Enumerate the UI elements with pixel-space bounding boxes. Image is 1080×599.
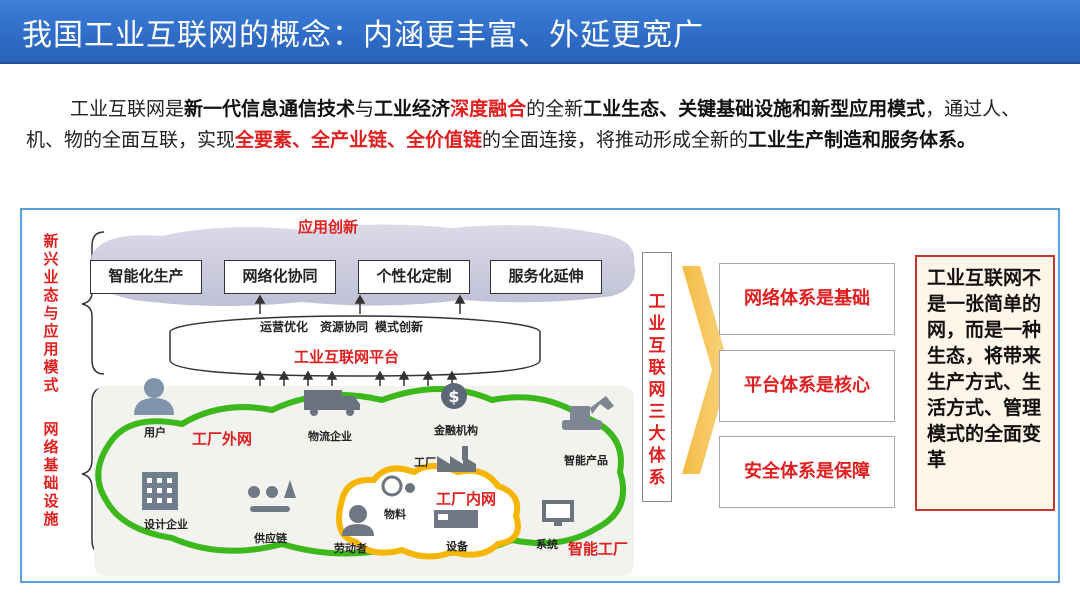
intro-paragraph: 工业互联网是新一代信息通信技术与工业经济深度融合的全新工业生态、关键基础设施和新… <box>26 94 1056 156</box>
intro-text-5: 的全面连接，将推动形成全新的 <box>482 129 749 151</box>
smart-factory-label: 智能工厂 <box>568 540 629 558</box>
system-icon <box>542 500 574 526</box>
node-system: 系统 <box>536 538 558 551</box>
node-logistics: 物流企业 <box>308 430 352 443</box>
intro-bold-4: 工业生产制造和服务体系。 <box>748 129 977 151</box>
title-bar: 我国工业互联网的概念：内涵更丰富、外延更宽广 <box>0 0 1080 64</box>
bottom-brace <box>81 387 105 555</box>
slide-title: 我国工业互联网的概念：内涵更丰富、外延更宽广 <box>22 18 704 53</box>
external-network-ring <box>95 386 627 557</box>
user-icon <box>134 378 174 415</box>
factory-icon <box>437 446 476 472</box>
conclusion-box: 工业互联网不是一张简单的网，而是一种生态，将带来生产方式、生活方式、管理模式的全… <box>915 255 1055 511</box>
node-smart-product: 智能产品 <box>564 454 608 467</box>
intro-text-3: 的全新 <box>526 98 584 120</box>
app-box-service-extension: 服务化延伸 <box>490 260 602 294</box>
excavator-icon <box>562 396 614 430</box>
app-box-networked-collaboration: 网络化协同 <box>224 260 336 294</box>
basis-security: 安全体系是保障 <box>719 436 895 508</box>
three-systems-label: 工业互联网三大体系 <box>642 252 672 502</box>
node-finance: 金融机构 <box>434 424 478 437</box>
building-icon <box>142 472 178 510</box>
node-worker: 劳动者 <box>334 542 367 555</box>
label-network-infrastructure: 网络基础设施 <box>43 420 59 528</box>
intro-text-1: 工业互联网是 <box>70 98 185 120</box>
intro-text-4: ，通过人、机、物的全面互联，实现 <box>26 98 1021 151</box>
external-network-label: 工厂外网 <box>192 430 253 448</box>
intro-text-2: 与 <box>355 98 375 120</box>
label-new-business-models: 新兴业态与应用模式 <box>43 232 59 394</box>
diagram-frame: $ <box>20 208 1060 583</box>
intro-bold-3: 工业生态、关键基础设施和新型应用模式 <box>583 98 926 120</box>
intro-red-2: 全要素、全产业链、全价值链 <box>235 129 483 151</box>
app-box-smart-production: 智能化生产 <box>90 260 202 294</box>
basis-platform: 平台体系是核心 <box>719 350 895 422</box>
platform-cylinder-body <box>169 332 541 377</box>
app-box-personalized-customization: 个性化定制 <box>358 260 470 294</box>
node-user: 用户 <box>144 426 166 439</box>
node-design: 设计企业 <box>144 518 188 531</box>
worker-icon <box>342 505 374 536</box>
top-brace <box>81 231 105 375</box>
svg-text:$: $ <box>448 387 459 406</box>
platform-item-resource: 资源协同 <box>320 320 369 334</box>
node-supply-chain: 供应链 <box>254 532 287 545</box>
supply-chain-icon <box>248 480 296 512</box>
internal-network-label: 工厂内网 <box>436 490 497 508</box>
platform-item-operation: 运营优化 <box>260 320 309 334</box>
node-material: 物料 <box>384 508 406 521</box>
basis-network: 网络体系是基础 <box>719 263 895 335</box>
platform-item-model: 模式创新 <box>375 320 424 334</box>
equipment-icon <box>434 510 478 528</box>
money-icon: $ <box>441 383 467 409</box>
intro-bold-1: 新一代信息通信技术 <box>184 98 356 120</box>
app-innovation-label: 应用创新 <box>298 218 359 236</box>
node-equipment: 设备 <box>446 540 468 553</box>
arrows-to-apps <box>254 294 466 314</box>
platform-label: 工业互联网平台 <box>294 348 400 366</box>
node-factory: 工厂 <box>414 456 436 469</box>
intro-red-1: 深度融合 <box>450 98 527 120</box>
intro-bold-2: 工业经济 <box>374 98 451 120</box>
truck-icon <box>304 390 360 416</box>
material-icon <box>381 475 415 497</box>
arrows-to-platform <box>254 370 458 390</box>
